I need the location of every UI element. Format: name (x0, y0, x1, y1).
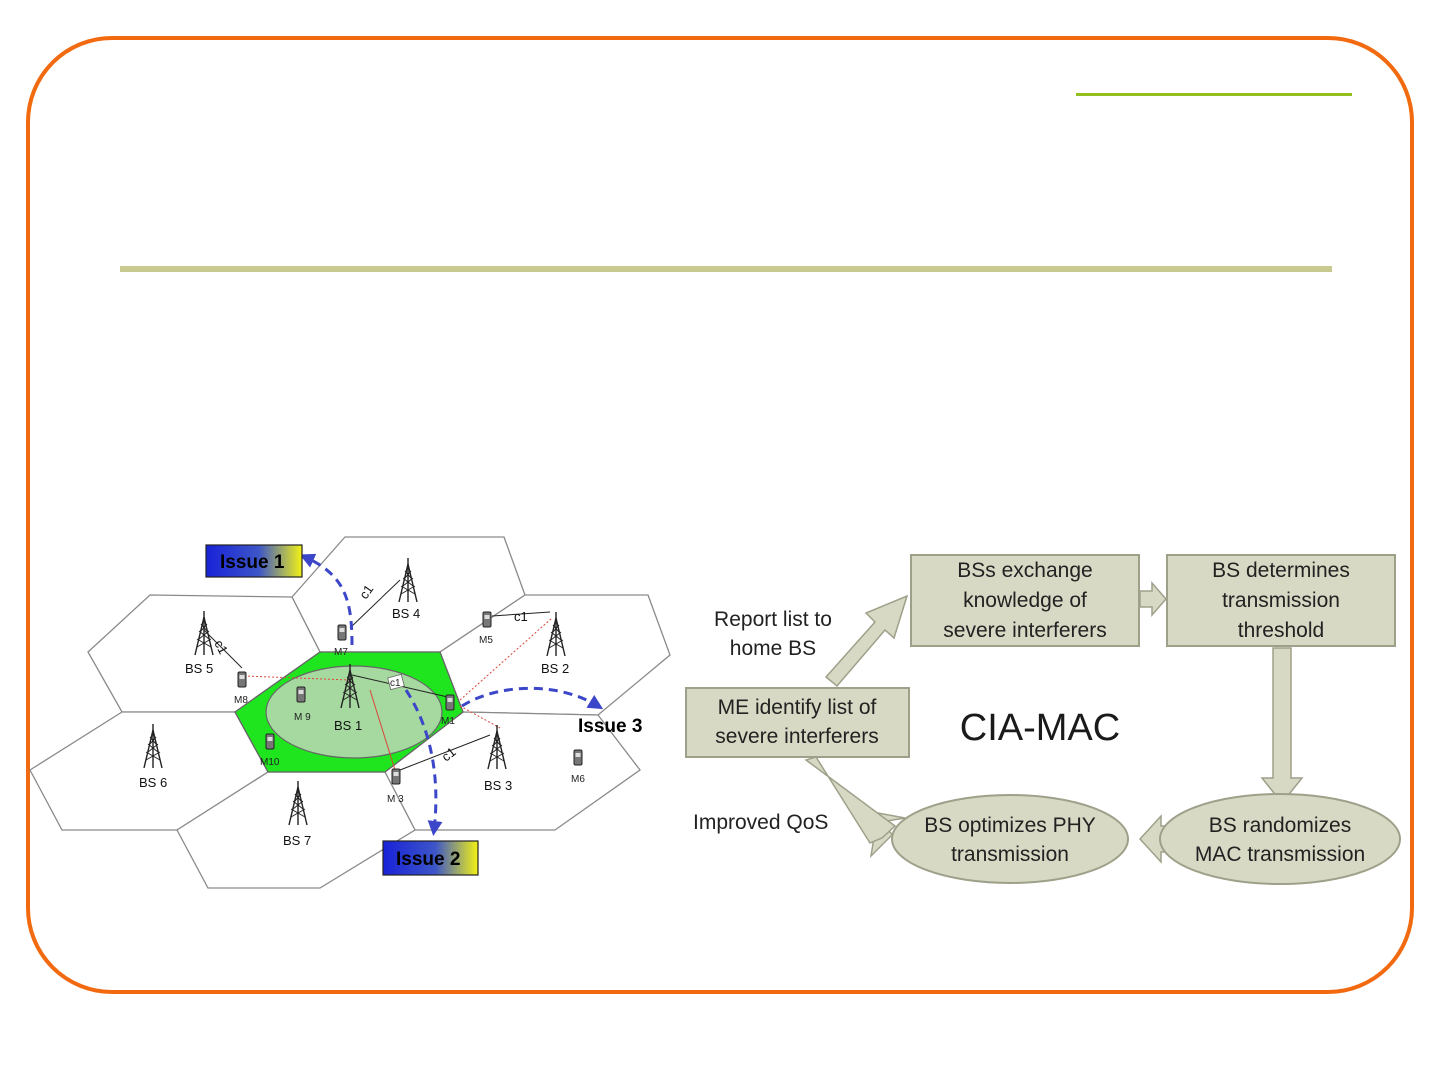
issue2-label: Issue 2 (396, 849, 460, 870)
slide-frame (26, 36, 1414, 994)
qos-label: Improved QoS (693, 811, 828, 834)
interference-line (369, 689, 396, 771)
identify-line-2: severe interferers (715, 725, 878, 748)
issue1-arrow (299, 553, 354, 646)
cia-mac-flow: ME identify list of severe interferers B… (685, 554, 1401, 885)
c1-label: c1 (390, 678, 401, 689)
exchange-line-3: severe interferers (943, 619, 1106, 642)
hex-network: c1 c1 c1 c1 c1 BS 1 BS 2 BS 3 BS 4 BS 5 … (29, 536, 671, 889)
qos-arrow-body (804, 756, 897, 844)
bs-label: BS 7 (283, 833, 311, 848)
optimize-line-2: transmission (951, 843, 1069, 866)
phone-icon (337, 624, 347, 641)
exchange-arrow (1139, 581, 1167, 617)
c1-link (349, 579, 401, 629)
cia-mac-title: CIA-MAC (960, 707, 1120, 749)
report-label-2: home BS (730, 637, 816, 660)
bs-label: BS 4 (392, 606, 420, 621)
c1-tag (387, 673, 405, 691)
issue3-label: Issue 3 (578, 716, 642, 737)
report-arrow (824, 594, 909, 688)
c1-link (399, 734, 491, 771)
title-rule (120, 266, 1332, 272)
issue3-arrow (461, 686, 604, 710)
coverage-area (265, 665, 443, 759)
mobile-label: M 3 (387, 794, 404, 805)
threshold-line-3: threshold (1238, 619, 1324, 642)
interference-line (243, 675, 351, 681)
phone-icon (482, 611, 492, 628)
c1-label: c1 (211, 637, 231, 656)
optimize-line-1: BS optimizes PHY (924, 814, 1096, 837)
randomize-ellipse (1159, 793, 1401, 885)
mobile-label: M10 (260, 757, 280, 768)
threshold-line-2: transmission (1222, 589, 1340, 612)
issue2-badge (382, 840, 479, 876)
bs-label: BS 6 (139, 775, 167, 790)
mobile-label: M7 (334, 647, 348, 658)
mobile-label: M 9 (294, 712, 311, 723)
bs-label: BS 3 (484, 778, 512, 793)
bs-label: BS 2 (541, 661, 569, 676)
phone-icon (296, 686, 306, 703)
randomize-line-1: BS randomizes (1209, 814, 1351, 837)
phone-icon (391, 768, 401, 785)
issue1-label: Issue 1 (220, 552, 285, 573)
mobile-label: M6 (571, 774, 585, 785)
issue1-badge (205, 544, 303, 578)
report-label-1: Report list to (714, 608, 832, 631)
threshold-arrow (1260, 647, 1304, 805)
bs-label: BS 5 (185, 661, 213, 676)
identify-line-1: ME identify list of (718, 696, 877, 719)
exchange-box (910, 554, 1140, 647)
phone-icon (573, 749, 583, 766)
mobile-label: M8 (234, 695, 248, 706)
threshold-box (1166, 554, 1396, 647)
c1-label: c1 (514, 609, 528, 624)
phone-icon (265, 733, 275, 750)
mobile-label: M1 (441, 716, 455, 727)
exchange-line-1: BSs exchange (957, 559, 1092, 582)
phone-icon (237, 671, 247, 688)
optimize-ellipse (891, 794, 1129, 884)
bs-label: BS 1 (334, 718, 362, 733)
c1-link (203, 629, 243, 669)
issue2-arrow (404, 689, 443, 836)
phone-icon (445, 694, 455, 711)
mobile-label: M5 (479, 635, 493, 646)
interference-line (459, 617, 553, 701)
accent-line (1076, 93, 1352, 96)
exchange-line-2: knowledge of (963, 589, 1087, 612)
c1-link (491, 611, 551, 617)
identify-box (685, 687, 910, 758)
threshold-line-1: BS determines (1212, 559, 1350, 582)
randomize-line-2: MAC transmission (1195, 843, 1365, 866)
